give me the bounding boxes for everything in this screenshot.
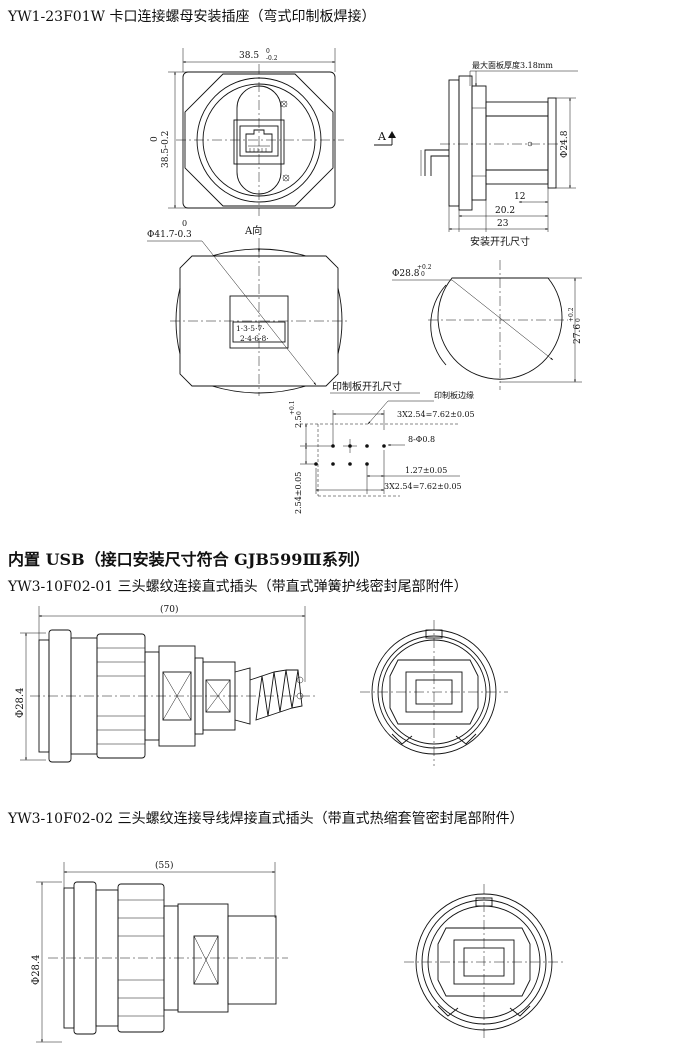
dia-28-4-b: Φ28.4 [31,955,42,985]
pitch-bottom: 3X2.54=7.62±0.05 [384,482,462,491]
svg-text:0: 0 [182,219,187,228]
svg-text:23: 23 [497,219,509,229]
svg-text:20.2: 20.2 [495,206,515,216]
dim-dia-41-7: Φ41.7-0.3 [147,230,192,240]
svg-text:0: 0 [266,48,270,55]
pitch-top: 3X2.54=7.62±0.05 [397,410,475,419]
svg-text:+0.2: +0.2 [568,307,575,322]
svg-text:0: 0 [150,136,160,142]
svg-text:A向: A向 [244,224,262,237]
title-receptacle: YW1-23F01W 卡口连接螺母安装插座（弯式印制板焊接） [8,9,376,25]
length-55: (55) [155,860,173,871]
holes-count: 8-Φ0.8 [408,435,435,444]
view-a-direction: A向 0 Φ41.7-0.3 1·3·5·7· 2·4·6·8· 印制板开孔尺寸 [147,219,420,396]
svg-text:0: 0 [575,318,582,322]
svg-text:0: 0 [421,271,425,278]
dim-dia-24-8: Φ24.8 [560,130,570,158]
dia-28-4-a: Φ28.4 [15,688,26,718]
svg-text:12: 12 [514,192,525,202]
dim-dia-28-8: Φ28.8 [392,269,420,279]
panel-thickness-note: 最大面板厚度3.18mm [472,60,553,70]
pcb-hole-layout: 印制板边缘 3X2.54=7.62±0.05 8-Φ0.8 1.27±0.05 … [289,390,475,514]
dim-width: 38.5 [239,51,259,61]
svg-text:+0.2: +0.2 [417,264,432,271]
title-plug-spring: YW3-10F02-01 三头螺纹连接直式插头（带直式弹簧护线密封尾部附件） [8,579,468,595]
title-plug-heatshrink: YW3-10F02-02 三头螺纹连接导线焊接直式插头（带直式热缩套管密封尾部附… [8,811,524,827]
svg-text:+0.1: +0.1 [289,400,296,415]
view-marker-a: A [377,130,387,143]
plug-spring-side-view: (70) Φ28.4 [15,604,318,763]
pcb-hole-label: 印制板开孔尺寸 [332,380,402,393]
offset-1-27: 1.27±0.05 [405,466,447,475]
plug-heatshrink-side-view: (55) Φ28.4 [31,860,288,1043]
dim-height: 38.5-0.2 [161,131,171,168]
plug-spring-front-view [360,620,508,766]
length-70: (70) [160,604,178,615]
pcb-edge-label: 印制板边缘 [434,390,474,400]
svg-text:-0.2: -0.2 [266,55,278,62]
svg-text:0: 0 [296,411,303,415]
svg-text:2.54±0.05: 2.54±0.05 [294,472,303,514]
svg-text:2.5: 2.5 [294,415,303,428]
svg-text:27.6: 27.6 [573,324,583,344]
plug-heatshrink-front-view [404,884,564,1040]
mount-hole-label: 安装开孔尺寸 [470,235,530,248]
pin-numbers-top: 1·3·5·7· [236,324,265,333]
receptacle-side-view: 最大面板厚度3.18mm Φ24.8 12 20.2 23 安装开孔尺寸 [420,60,578,248]
receptacle-front-view: 38.5 0 -0.2 0 38.5-0.2 A [150,48,396,216]
section-heading-usb: 内置 USB（接口安装尺寸符合 GJB599Ⅲ系列） [8,550,370,569]
panel-cutout: Φ28.8 +0.2 0 27.6 +0.2 0 [392,260,583,390]
pin-numbers-bottom: 2·4·6·8· [240,334,269,343]
